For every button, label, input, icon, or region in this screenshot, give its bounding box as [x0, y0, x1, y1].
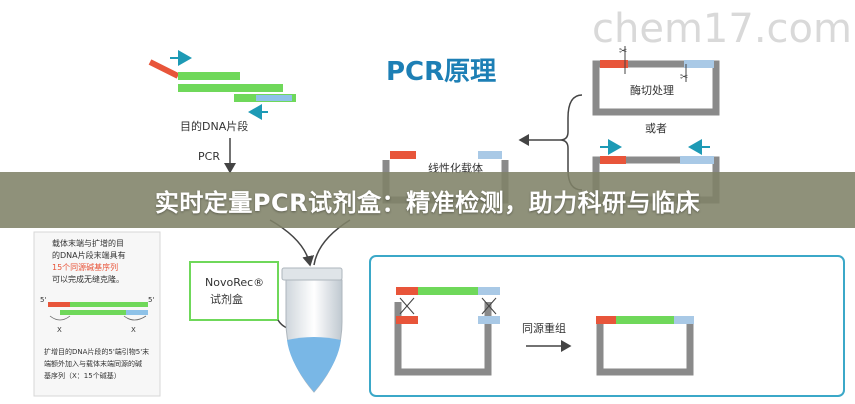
title-banner: 实时定量PCR试剂盒：精准检测，助力科研与临床 — [0, 172, 855, 228]
kit-label-line2: 试剂盒 — [210, 292, 243, 306]
or-label: 或者 — [645, 122, 667, 135]
recombination-label: 同源重组 — [522, 321, 566, 335]
note-top-line-3: 15个同源碱基序列 — [52, 262, 118, 272]
note-bottom-line-3: 基序列（X：15个碱基） — [44, 371, 121, 380]
kit-label-line1: NovoRec® — [205, 276, 264, 289]
note-top-line-2: 的DNA片段末端具有 — [52, 250, 126, 260]
kit-box — [189, 261, 279, 321]
enzyme-label: 酶切处理 — [630, 84, 674, 97]
diagram-title: PCR原理 — [386, 57, 496, 87]
tube-icon — [281, 267, 343, 393]
svg-text:✂: ✂ — [680, 72, 688, 83]
enzyme-plasmid-illustration: ✂ ✂ — [592, 46, 720, 116]
linear-vector-label: 线性化载体 — [428, 161, 483, 175]
note-strand-illustration — [48, 302, 148, 321]
pre-recombination-illustration — [394, 287, 500, 376]
svg-text:✂: ✂ — [619, 46, 627, 57]
banner-text: 实时定量PCR试剂盒：精准检测，助力科研与临床 — [154, 188, 701, 217]
post-recombination-illustration — [596, 316, 694, 376]
note-prime-right: 5' — [148, 296, 154, 304]
note-mark-right: X — [131, 326, 136, 334]
target-fragment-label: 目的DNA片段 — [180, 119, 248, 133]
note-prime-left: 5' — [40, 296, 46, 304]
recombination-box — [369, 255, 845, 397]
target-fragment-illustration — [148, 50, 296, 120]
note-top-line-1: 载体末端与扩增的目 — [52, 238, 124, 248]
watermark: chem17.com — [592, 6, 852, 52]
note-mark-left: X — [57, 326, 62, 334]
note-bottom-line-2: 端额外加入与载体末端同源的碱 — [44, 359, 142, 368]
pcr-label: PCR — [198, 150, 220, 163]
note-bottom-line-1: 扩增目的DNA片段的5'端引物5'末 — [44, 347, 149, 356]
note-top-line-4: 可以完成无缝克隆。 — [52, 274, 124, 284]
